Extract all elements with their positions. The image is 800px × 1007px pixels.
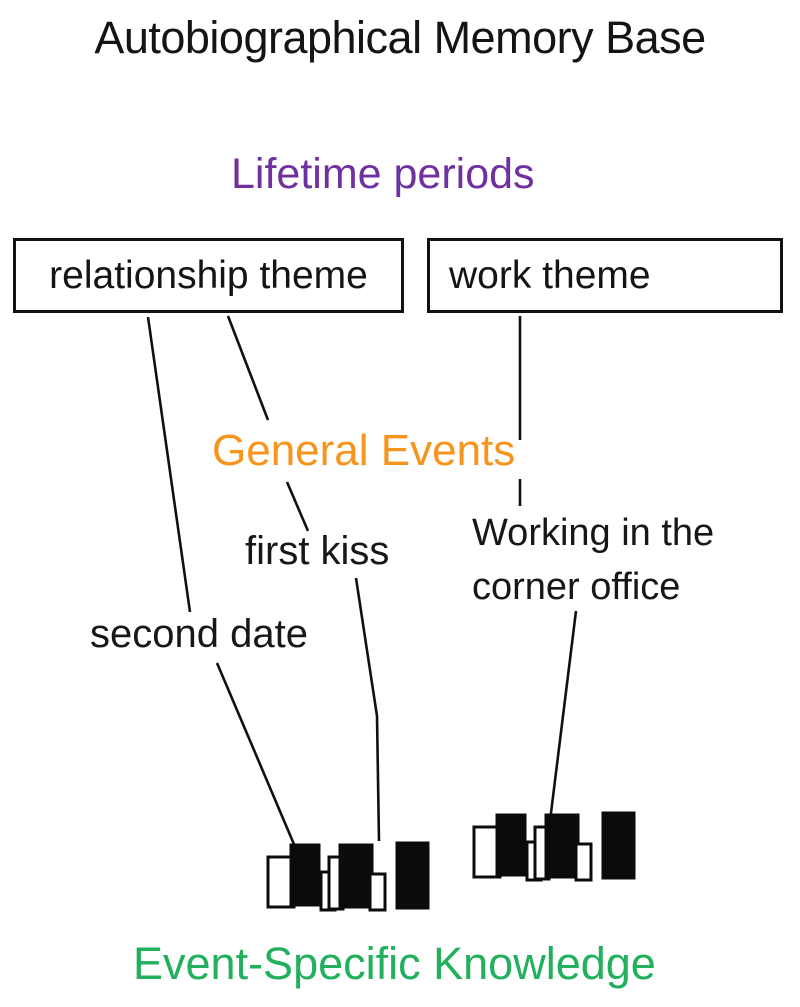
- work-theme-label: work theme: [449, 253, 651, 297]
- relationship-theme-label: relationship theme: [49, 253, 368, 297]
- page-title: Autobiographical Memory Base: [94, 12, 706, 63]
- first-kiss-label: first kiss: [245, 529, 390, 573]
- connector-relationship-to-second-date: [146, 316, 192, 613]
- event-specific-knowledge-label: Event-Specific Knowledge: [133, 938, 656, 989]
- connector-general-events-to-first-kiss: [285, 481, 310, 532]
- connector-first-kiss-to-cluster: [354, 577, 381, 842]
- working-corner-office-label: Working in the corner office: [472, 512, 715, 608]
- general-events-label: General Events: [212, 426, 516, 475]
- relationship-theme-box: relationship theme: [13, 238, 404, 313]
- connector-second-date-to-cluster: [215, 662, 298, 850]
- second-date-label: second date: [90, 612, 308, 656]
- event-cluster-left-icon: [266, 841, 430, 912]
- connector-working-to-cluster: [548, 610, 578, 822]
- connector-relationship-to-general-events: [226, 315, 270, 421]
- lifetime-periods-label: Lifetime periods: [231, 150, 535, 198]
- event-cluster-right-icon: [472, 811, 636, 882]
- work-theme-box: work theme: [427, 238, 783, 313]
